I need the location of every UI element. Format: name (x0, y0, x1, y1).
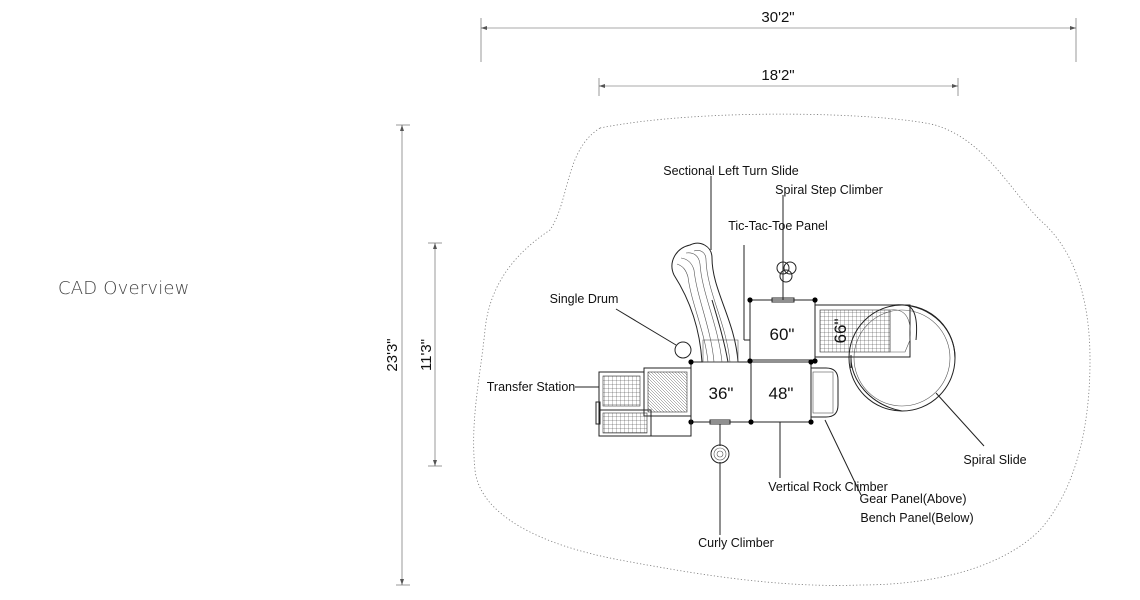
single-drum (674, 341, 692, 359)
callout-transfer-station: Transfer Station (487, 380, 576, 394)
gear-bench-panel (811, 367, 839, 418)
callout-spiral-slide: Spiral Slide (963, 453, 1026, 467)
deck-posts (688, 297, 818, 425)
callout-tic-tac-toe-panel: Tic-Tac-Toe Panel (728, 219, 828, 233)
deck-48 (750, 361, 812, 423)
callout-sectional-left-turn-slide: Sectional Left Turn Slide (663, 164, 799, 178)
curly-climber (709, 419, 731, 464)
deck-60-label: 60" (770, 325, 795, 344)
callout-gear-panel: Gear Panel(Above) (859, 492, 966, 506)
deck-width-dimension: 18'2" (598, 67, 959, 96)
spiral-slide (848, 304, 956, 412)
overall-depth-label: 23'3" (384, 338, 401, 371)
deck-66-label: 66" (831, 319, 850, 344)
page-title: CAD Overview (58, 278, 190, 299)
tic-tac-toe-panel (743, 245, 750, 341)
deck-depth-label: 11'3" (418, 339, 435, 371)
transfer-station (595, 367, 692, 437)
deck-48-label: 48" (769, 384, 794, 403)
leader-lines (575, 176, 985, 535)
callout-spiral-step-climber: Spiral Step Climber (775, 183, 883, 197)
overall-width-dimension: 30'2" (480, 9, 1077, 62)
deck-66: 66" (814, 304, 911, 358)
deck-36-label: 36" (709, 384, 734, 403)
play-area-boundary (473, 113, 1091, 586)
callout-bench-panel: Bench Panel(Below) (860, 511, 973, 525)
callout-single-drum: Single Drum (550, 292, 619, 306)
deck-depth-dimension: 11'3" (418, 242, 442, 467)
deck-width-label: 18'2" (761, 67, 794, 84)
overall-depth-dimension: 23'3" (384, 124, 410, 586)
callout-vertical-rock-climber: Vertical Rock Climber (768, 480, 887, 494)
overall-width-label: 30'2" (761, 9, 794, 26)
callout-curly-climber: Curly Climber (698, 536, 774, 550)
spiral-step-climber (771, 261, 797, 303)
sectional-left-turn-slide (671, 242, 739, 363)
